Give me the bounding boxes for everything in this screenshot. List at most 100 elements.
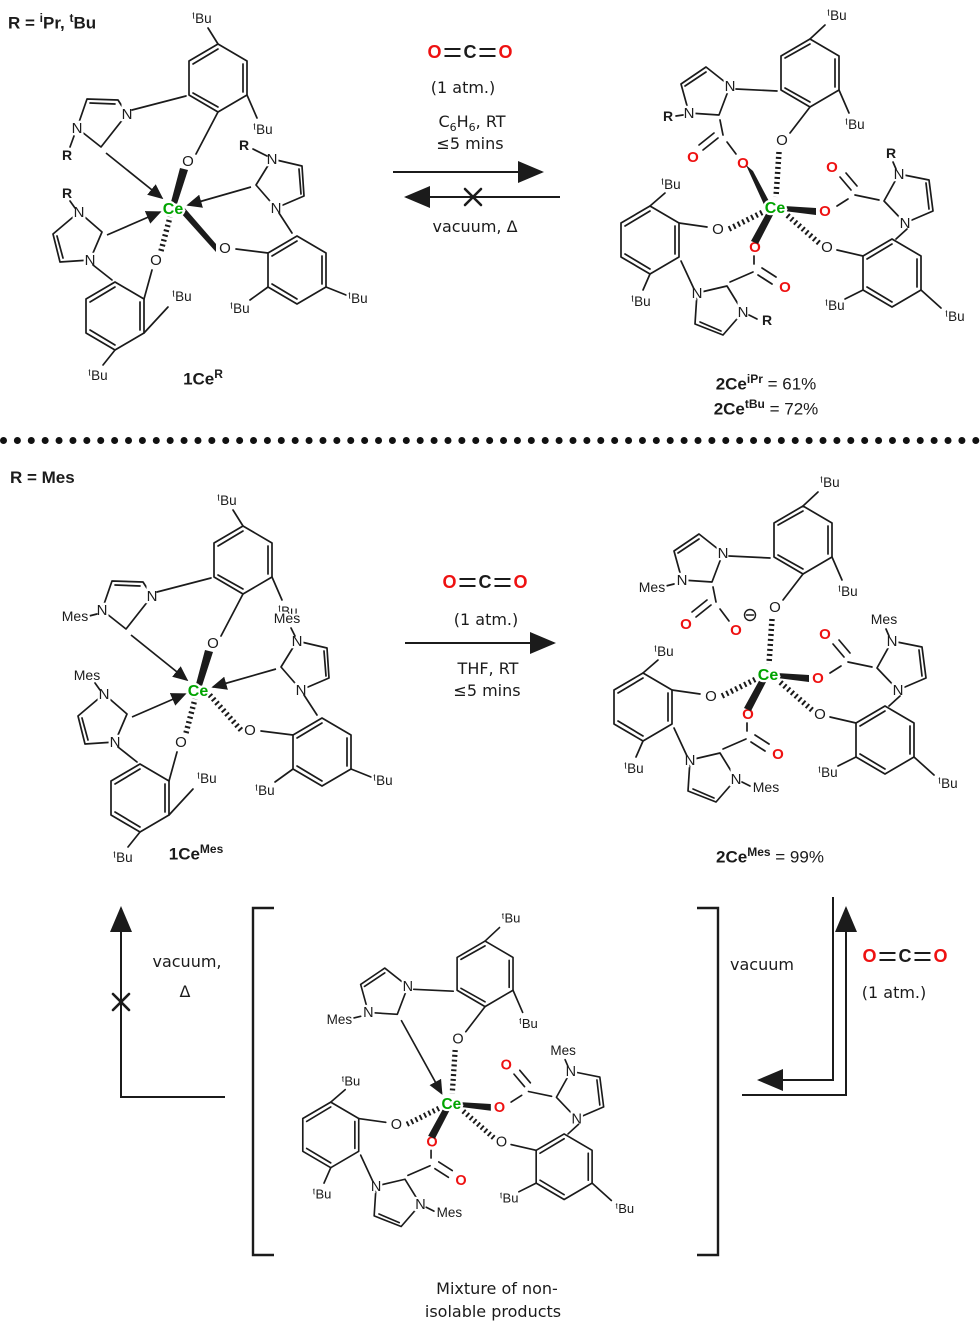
svg-text:O: O	[207, 635, 219, 652]
ligand-right: N N Mes O tBu tBu	[205, 608, 395, 800]
svg-text:N: N	[122, 106, 133, 123]
structure-1CeR: tBu tBu O N N R N N R O	[52, 9, 370, 385]
svg-text:R: R	[239, 137, 249, 153]
cycle-up-arrow	[742, 906, 857, 1096]
label-1CeMes: 1CeMes	[168, 842, 224, 864]
svg-text:N: N	[684, 105, 695, 122]
svg-text:N: N	[292, 633, 303, 650]
svg-text:N: N	[571, 1111, 581, 1127]
svg-text:N: N	[731, 771, 742, 788]
hash-bond	[461, 1108, 496, 1140]
ligand-bottom: N N Mes O O O tBu tBu	[301, 1072, 469, 1228]
hash-bond	[405, 1105, 441, 1127]
nhc-arrow	[211, 668, 277, 690]
svg-text:R: R	[886, 145, 896, 161]
svg-text:O: O	[737, 155, 749, 172]
label-2CeiPr: 2CeiPr = 61%	[715, 372, 817, 394]
svg-text:N: N	[99, 686, 110, 703]
svg-text:N: N	[718, 545, 729, 562]
svg-text:O: O	[391, 1117, 402, 1133]
svg-text:O: O	[819, 203, 831, 220]
wedge-bond	[428, 1107, 450, 1139]
structure-1CeMes: tBu tBu O N N Mes N N Mes	[60, 491, 395, 867]
hash-bond	[183, 698, 198, 734]
ligand-right: N N Mes O O O tBu tBu	[459, 1041, 636, 1218]
svg-text:R: R	[62, 147, 72, 163]
hash-bond	[449, 1049, 458, 1094]
svg-text:O: O	[769, 599, 781, 616]
svg-text:Mes: Mes	[437, 1205, 463, 1220]
carbon-label: C	[898, 946, 912, 966]
svg-text:tBu: tBu	[192, 11, 211, 26]
wedge-bond	[777, 673, 809, 682]
svg-text:Mes: Mes	[62, 608, 88, 624]
svg-text:O: O	[814, 706, 826, 723]
svg-text:O: O	[819, 626, 831, 643]
wedge-bond	[784, 206, 816, 215]
svg-text:O: O	[175, 734, 187, 751]
svg-text:O: O	[742, 706, 754, 723]
cycle-down-arrow	[757, 897, 834, 1091]
svg-text:Mes: Mes	[74, 667, 100, 683]
ligand-right: N N R O O O tBu tBu	[784, 143, 967, 326]
nhc-arrow	[131, 693, 187, 718]
svg-text:tBu: tBu	[217, 493, 236, 508]
svg-text:N: N	[74, 204, 85, 221]
pressure-top: (1 atm.)	[430, 78, 496, 97]
svg-text:tBu: tBu	[845, 117, 864, 132]
nhc-arrow	[130, 634, 189, 682]
ligand-top: N N R O O tBu tBu O	[661, 6, 867, 209]
svg-text:N: N	[403, 979, 413, 995]
caption-line2: isolable products	[424, 1302, 562, 1321]
svg-text:N: N	[738, 304, 749, 321]
cerium-center: Ce	[765, 200, 786, 217]
cerium-center: Ce	[163, 201, 184, 218]
svg-text:R: R	[663, 108, 673, 124]
svg-text:tBu: tBu	[230, 301, 249, 316]
nhc-arrow	[105, 152, 164, 200]
svg-text:O: O	[821, 239, 833, 256]
bracket-left	[251, 906, 274, 1257]
svg-text:tBu: tBu	[616, 1201, 635, 1216]
oxygen-label: O	[933, 946, 948, 966]
svg-text:tBu: tBu	[253, 122, 272, 137]
svg-text:N: N	[566, 1064, 576, 1080]
label-2CetBu: 2CetBu = 72%	[713, 397, 819, 419]
svg-text:tBu: tBu	[500, 1190, 519, 1205]
svg-text:N: N	[267, 151, 278, 168]
negative-charge	[743, 608, 757, 622]
svg-text:N: N	[415, 1197, 425, 1213]
svg-text:tBu: tBu	[624, 761, 643, 776]
svg-text:O: O	[455, 1173, 466, 1189]
svg-text:N: N	[900, 215, 911, 232]
svg-text:tBu: tBu	[661, 177, 680, 192]
svg-text:O: O	[772, 746, 784, 763]
wedge-bond	[746, 165, 771, 209]
double-bond	[444, 48, 461, 57]
r-definition-top: R = iPr, tBu	[8, 11, 97, 33]
svg-text:O: O	[680, 616, 692, 633]
svg-text:O: O	[776, 132, 788, 149]
svg-text:tBu: tBu	[348, 291, 367, 306]
svg-text:O: O	[812, 670, 824, 687]
solvent-top: C6H6, RT	[438, 112, 506, 135]
svg-text:tBu: tBu	[373, 773, 392, 788]
svg-text:tBu: tBu	[278, 604, 297, 619]
svg-text:N: N	[893, 682, 904, 699]
svg-text:O: O	[452, 1031, 463, 1047]
svg-text:N: N	[97, 602, 108, 619]
hash-bond	[158, 216, 173, 252]
svg-text:Mes: Mes	[753, 779, 779, 795]
svg-text:tBu: tBu	[945, 309, 964, 324]
svg-text:R: R	[62, 185, 72, 201]
nhc-arrow	[106, 211, 162, 236]
oxygen-label: O	[513, 572, 528, 592]
reverse-conditions-top: vacuum, Δ	[432, 217, 518, 236]
oxygen-label: O	[442, 572, 457, 592]
solvent-bottom: THF, RT	[457, 659, 519, 678]
structure-2CeMes: N N Mes O O tBu tBu O	[613, 473, 960, 803]
svg-text:N: N	[677, 572, 688, 589]
